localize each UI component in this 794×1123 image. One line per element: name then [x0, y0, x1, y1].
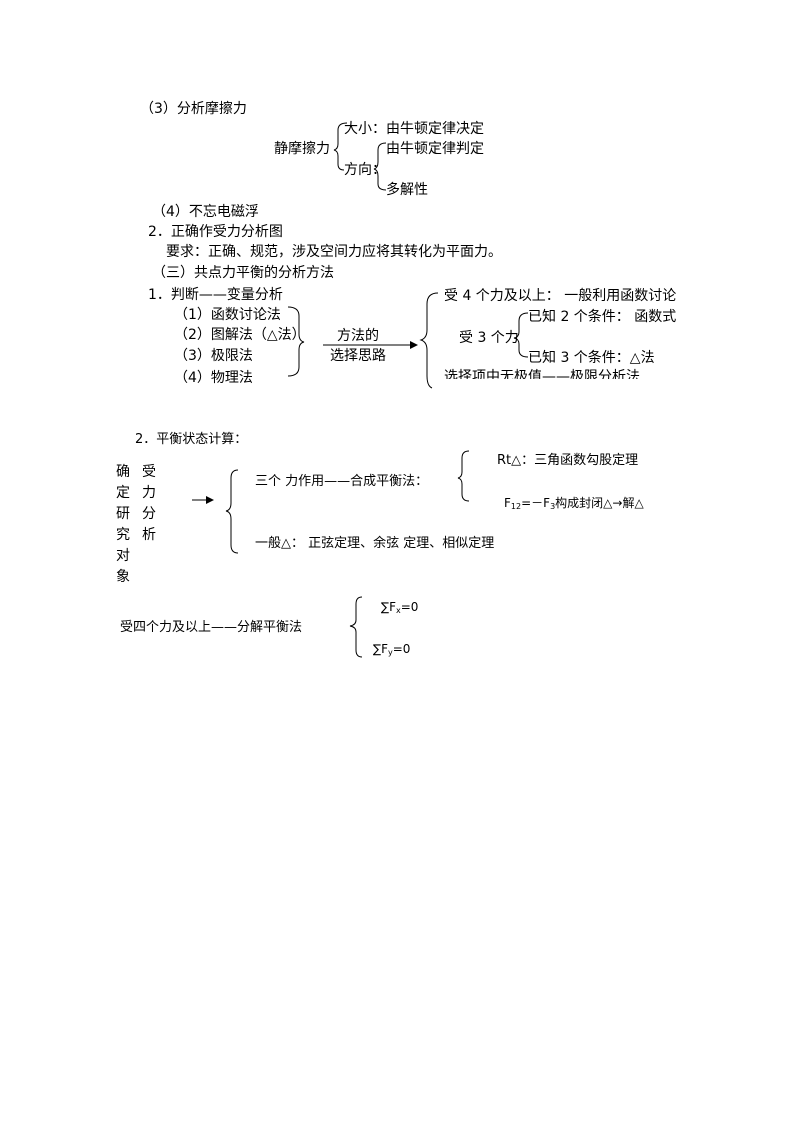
- static-friction-label: 静摩擦力: [274, 141, 330, 157]
- force-count-brace: [419, 292, 439, 389]
- choice-arrow-head: [410, 341, 418, 349]
- three-forces-label: 受 3 个力: [459, 330, 519, 346]
- decomposition-brace: [349, 596, 363, 658]
- extreme-rule-clip: 选择项中无极值——极限分析法: [444, 368, 704, 379]
- closed-triangle-rule: F12=－F3构成封闭△→解△: [504, 496, 644, 511]
- four-forces-rule: 受 4 个力及以上： 一般利用函数讨论: [444, 288, 677, 304]
- rt-triangle-rule: Rt△：三角函数勾股定理: [497, 453, 639, 468]
- four-force-decomposition: 受四个力及以上——分解平衡法: [120, 620, 303, 635]
- determine-object-column: 确定研究对象: [116, 464, 130, 585]
- em-levitation-heading: （4）不忘电磁浮: [152, 204, 259, 220]
- force-diagram-heading: 2．正确作受力分析图: [148, 224, 283, 240]
- analysis-arrow-head: [206, 496, 214, 504]
- friction-multiplicity: 多解性: [386, 182, 428, 198]
- three-force-synthesis: 三个 力作用——合成平衡法：: [255, 474, 429, 489]
- equilibrium-methods-heading: （三）共点力平衡的分析方法: [152, 265, 334, 281]
- friction-heading: （3）分析摩擦力: [140, 101, 247, 117]
- method-choice-line1: 方法的: [337, 328, 379, 344]
- method-item: （4）物理法: [174, 370, 253, 386]
- sum-fx-equation: ∑Fx=0: [381, 600, 419, 615]
- method-item: （1）函数讨论法: [174, 307, 281, 323]
- friction-size-label: 大小：由牛顿定律决定: [344, 121, 484, 137]
- force-diagram-requirement: 要求：正确、规范，涉及空间力应将其转化为平面力。: [166, 244, 502, 260]
- method-choice-line2: 选择思路: [330, 348, 386, 364]
- two-known-rule: 已知 2 个条件： 函数式: [528, 309, 677, 325]
- general-triangle-rule: 一般△： 正弦定理、余弦 定理、相似定理: [255, 536, 495, 551]
- friction-direction-rule: 由牛顿定律判定: [386, 141, 484, 157]
- method-item: （2）图解法（△法）: [174, 327, 306, 343]
- equilibrium-calc-heading: 2．平衡状态计算：: [135, 432, 248, 447]
- friction-direction-label: 方向：: [344, 162, 386, 178]
- synthesis-brace: [457, 450, 470, 502]
- judge-variable-analysis: 1．判断——变量分析: [148, 287, 283, 303]
- calc-main-brace: [225, 469, 239, 554]
- method-item: （3）极限法: [174, 348, 253, 364]
- force-analysis-column: 受力分析: [142, 464, 156, 543]
- extreme-rule: 选择项中无极值——极限分析法: [444, 369, 640, 379]
- three-known-rule: 已知 3 个条件：△法: [528, 350, 655, 366]
- sum-fy-equation: ∑Fy=0: [373, 642, 411, 657]
